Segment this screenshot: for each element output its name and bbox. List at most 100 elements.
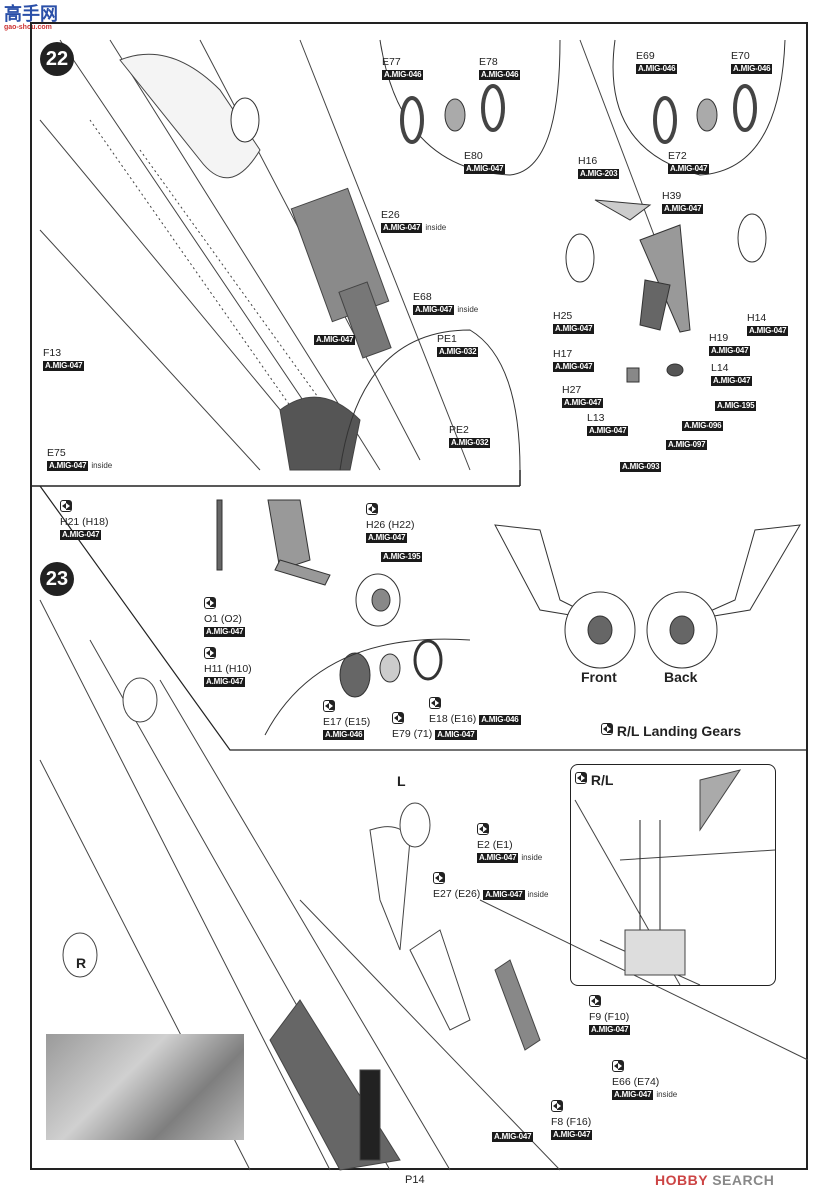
mirror-part-icon: [601, 723, 613, 735]
part-number: O1 (O2): [204, 613, 242, 625]
part-callout: A.MIG-047: [492, 1130, 534, 1142]
paint-code-badge: A.MIG-047: [553, 324, 595, 334]
reference-photo: [46, 1034, 244, 1140]
paint-code-badge: A.MIG-032: [449, 438, 491, 448]
step-number-22: 22: [40, 42, 74, 76]
part-number: L13: [587, 412, 605, 424]
paint-code-badge: A.MIG-047: [711, 376, 753, 386]
paint-code-badge: A.MIG-047: [551, 1130, 593, 1140]
paint-code-badge: A.MIG-195: [715, 401, 757, 411]
part-callout: O1 (O2) A.MIG-047: [204, 597, 246, 637]
main-gear-23: [216, 499, 443, 698]
part-callout: E17 (E15)A.MIG-046: [323, 700, 370, 740]
wheel-parts-22: [230, 84, 767, 283]
paint-code-badge: A.MIG-047: [747, 326, 789, 336]
paint-code-badge: A.MIG-047: [60, 530, 102, 540]
landing-gears-text: R/L Landing Gears: [616, 723, 742, 739]
inset-rl-detail: [570, 764, 776, 986]
paint-code-badge: A.MIG-096: [682, 421, 724, 431]
paint-code-badge: A.MIG-047: [47, 461, 89, 471]
gear-front-back-views: [494, 524, 801, 669]
part-number: E2 (E1): [477, 839, 513, 851]
paint-code-badge: A.MIG-047: [553, 362, 595, 372]
mirror-part-icon: [204, 597, 216, 609]
nose-gear-22: [594, 199, 691, 383]
part-number: H16: [578, 155, 598, 167]
mirror-part-icon: [204, 647, 216, 659]
paint-code-badge: A.MIG-046: [323, 730, 365, 740]
part-number: PE2: [449, 424, 469, 436]
paint-code-badge: A.MIG-047: [204, 677, 246, 687]
part-number: E27 (E26): [433, 888, 481, 900]
inset-rl-label: R/L: [575, 772, 613, 788]
detail-circle-wheel-left: [379, 39, 561, 176]
detail-circle-wheel-right: [612, 39, 786, 176]
paint-code-badge: A.MIG-047: [589, 1025, 631, 1035]
part-callout: E18 (E16) A.MIG-046: [429, 697, 521, 725]
part-callout: A.MIG-096: [682, 419, 724, 431]
part-number: E77: [382, 56, 401, 68]
mirror-part-icon: [366, 503, 378, 515]
paint-note: inside: [91, 461, 113, 470]
paint-code-badge: A.MIG-047: [204, 627, 246, 637]
paint-code-badge: A.MIG-195: [381, 552, 423, 562]
part-number: L14: [711, 362, 729, 374]
paint-code-badge: A.MIG-047: [477, 853, 519, 863]
part-callout: A.MIG-047: [314, 333, 356, 345]
page-number: P14: [405, 1174, 425, 1186]
watermark-text: 高手网: [4, 4, 58, 24]
paint-code-badge: A.MIG-046: [479, 70, 521, 80]
part-e68: [338, 281, 392, 359]
paint-code-badge: A.MIG-032: [437, 347, 479, 357]
detail-circle-pe: [339, 329, 521, 471]
step-divider-lower: [39, 485, 808, 751]
part-callout: F9 (F10)A.MIG-047: [589, 995, 631, 1035]
part-number: H21 (H18): [60, 516, 109, 528]
part-callout: E79 (71) A.MIG-047: [392, 712, 477, 740]
part-number: E75: [47, 447, 66, 459]
mirror-part-icon: [589, 995, 601, 1007]
part-number: H14: [747, 312, 767, 324]
back-view-label: Back: [664, 669, 698, 685]
part-number: H25: [553, 310, 573, 322]
paint-note: inside: [521, 853, 543, 862]
part-number: F8 (F16): [551, 1116, 592, 1128]
inset-rl-drawing: [574, 769, 776, 986]
paint-code-badge: A.MIG-047: [381, 223, 423, 233]
paint-note: inside: [457, 305, 479, 314]
part-number: E26: [381, 209, 400, 221]
watermark-sub: gao-shou.com: [4, 24, 52, 31]
paint-code-badge: A.MIG-047: [366, 533, 408, 543]
step-number-23: 23: [40, 562, 74, 596]
paint-note: inside: [527, 890, 549, 899]
mirror-part-icon: [433, 872, 445, 884]
paint-code-badge: A.MIG-047: [668, 164, 710, 174]
paint-code-badge: A.MIG-047: [492, 1132, 534, 1142]
paint-code-badge: A.MIG-046: [479, 715, 521, 725]
mirror-part-icon: [323, 700, 335, 712]
part-number: PE1: [437, 333, 457, 345]
part-number: E80: [464, 150, 483, 162]
paint-note: inside: [425, 223, 447, 232]
part-number: F13: [43, 347, 62, 359]
part-number: H26 (H22): [366, 519, 415, 531]
detail-circle-23: [264, 638, 471, 736]
paint-code-badge: A.MIG-047: [314, 335, 356, 345]
brand-b: SEARCH: [707, 1172, 775, 1188]
paint-code-badge: A.MIG-046: [731, 64, 773, 74]
part-number: H27: [562, 384, 582, 396]
paint-code-badge: A.MIG-047: [662, 204, 704, 214]
right-gear-label: R: [76, 955, 87, 971]
paint-code-badge: A.MIG-047: [587, 426, 629, 436]
